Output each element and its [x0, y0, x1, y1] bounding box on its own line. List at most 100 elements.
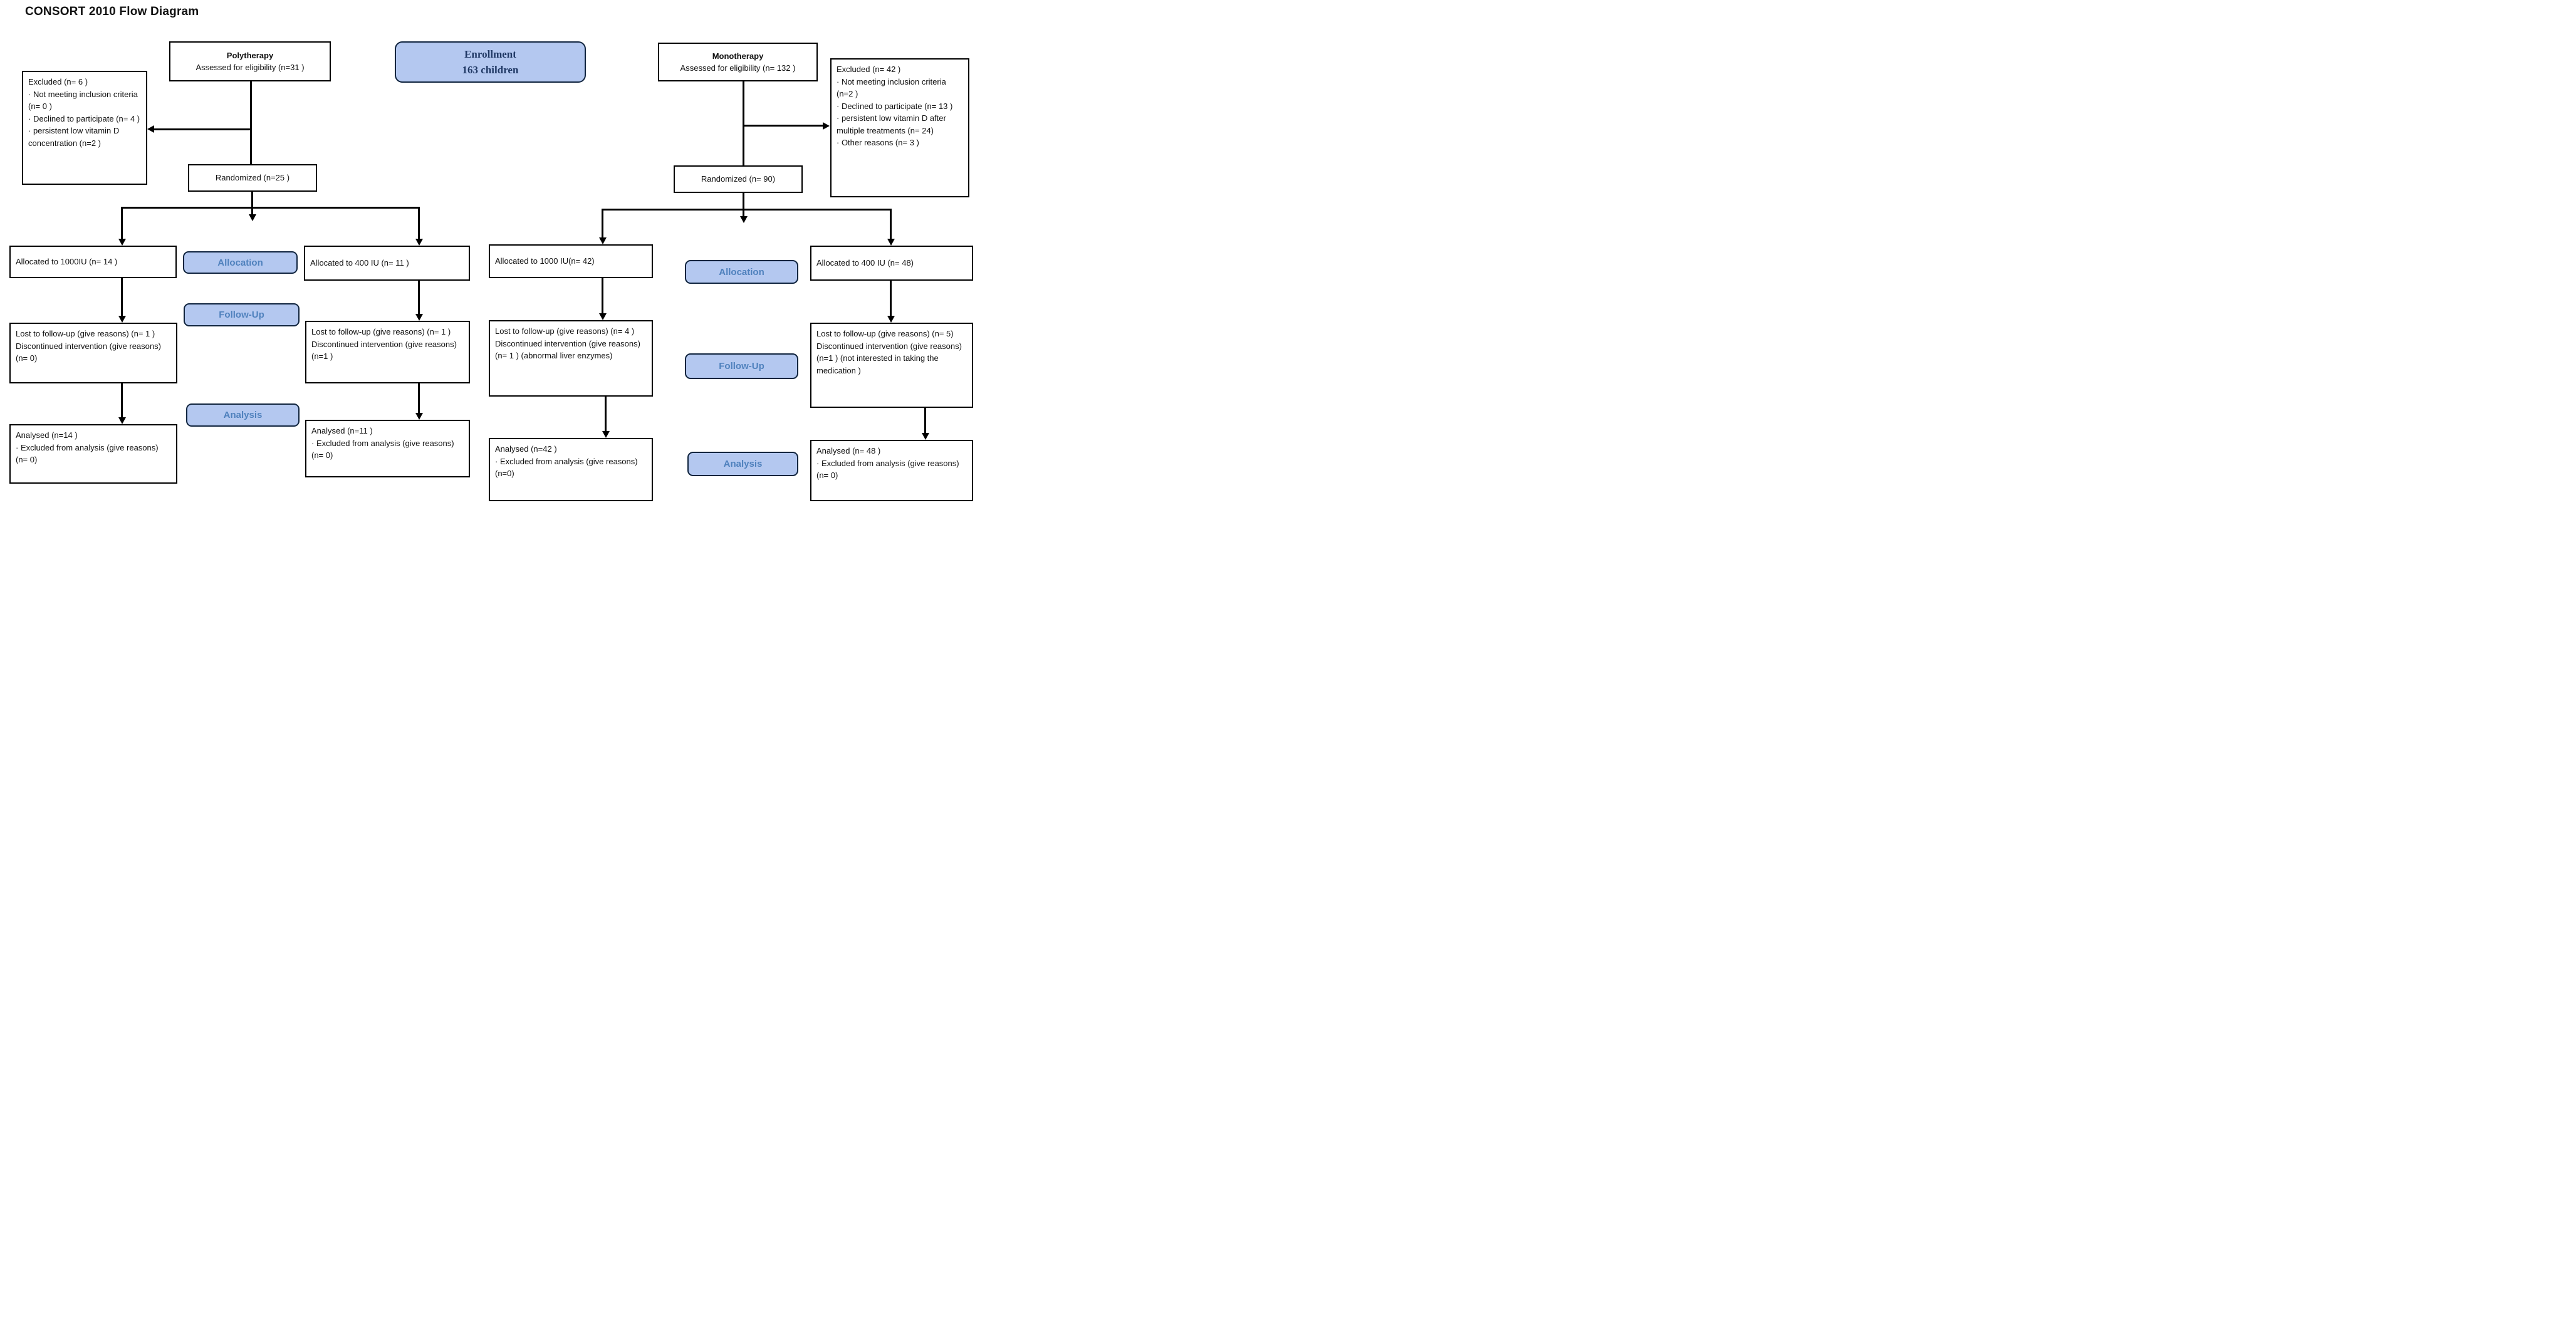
enrollment-line2: 163 children	[462, 64, 519, 76]
poly-analysed-400-line1: Analysed (n=11 )	[311, 426, 373, 435]
flow-line	[250, 81, 252, 164]
arrowhead-left-icon	[147, 125, 154, 133]
poly-lost-400-line1: Lost to follow-up (give reasons) (n= 1 )	[311, 327, 451, 336]
mono-excluded-item: · Other reasons (n= 3 )	[837, 138, 919, 147]
flow-line	[121, 207, 419, 209]
poly-excluded-item: · persistent low vitamin D concentration…	[28, 126, 120, 148]
flow-line	[154, 128, 251, 130]
poly-followup-label: Follow-Up	[184, 303, 300, 326]
mono-analysed-1000-box: Analysed (n=42 ) · Excluded from analysi…	[489, 438, 653, 501]
poly-allocated-400-text: Allocated to 400 IU (n= 11 )	[310, 258, 409, 268]
flow-line	[602, 209, 891, 211]
mono-allocation-label: Allocation	[685, 260, 798, 284]
flow-line	[924, 408, 926, 434]
mono-allocated-400-box: Allocated to 400 IU (n= 48)	[810, 246, 973, 281]
arrowhead-right-icon	[823, 122, 830, 130]
arrowhead-down-icon	[887, 239, 895, 246]
flow-line	[890, 209, 892, 239]
mono-assessed-box: Monotherapy Assessed for eligibility (n=…	[658, 43, 818, 81]
arrowhead-down-icon	[118, 316, 126, 323]
flow-line	[418, 281, 420, 315]
flow-line	[251, 192, 253, 208]
mono-excluded-item: · Declined to participate (n= 13 )	[837, 101, 953, 111]
mono-allocated-1000-box: Allocated to 1000 IU(n= 42)	[489, 244, 653, 278]
mono-lost-400-box: Lost to follow-up (give reasons) (n= 5) …	[810, 323, 973, 408]
poly-allocated-1000-text: Allocated to 1000IU (n= 14 )	[16, 257, 118, 267]
flow-line	[251, 207, 253, 214]
flow-line	[605, 397, 607, 432]
mono-header: Monotherapy	[712, 51, 764, 61]
flow-line	[743, 193, 744, 210]
poly-header: Polytherapy	[226, 50, 274, 60]
arrowhead-down-icon	[415, 413, 423, 420]
mono-excluded-item: · persistent low vitamin D after multipl…	[837, 113, 946, 135]
poly-allocated-1000-box: Allocated to 1000IU (n= 14 )	[9, 246, 177, 278]
flow-line	[121, 383, 123, 418]
mono-randomized-box: Randomized (n= 90)	[674, 165, 803, 193]
flow-line	[743, 209, 744, 216]
flow-line	[743, 81, 744, 165]
arrowhead-down-icon	[599, 237, 607, 244]
flow-line	[121, 207, 123, 239]
poly-analysis-label: Analysis	[186, 403, 300, 427]
page-title: CONSORT 2010 Flow Diagram	[25, 5, 199, 18]
mono-followup-label: Follow-Up	[685, 353, 798, 379]
mono-excluded-title: Excluded (n= 42 )	[837, 65, 901, 74]
poly-excluded-box: Excluded (n= 6 ) · Not meeting inclusion…	[22, 71, 147, 185]
mono-analysed-1000-line2: · Excluded from analysis (give reasons) …	[495, 456, 638, 479]
poly-allocated-400-box: Allocated to 400 IU (n= 11 )	[304, 246, 470, 281]
poly-assessed-box: Polytherapy Assessed for eligibility (n=…	[169, 41, 331, 81]
arrowhead-down-icon	[118, 417, 126, 424]
flow-line	[890, 281, 892, 316]
arrowhead-down-icon	[249, 214, 256, 221]
mono-analysed-400-line2: · Excluded from analysis (give reasons) …	[816, 458, 959, 481]
mono-randomized-text: Randomized (n= 90)	[701, 174, 776, 184]
mono-lost-1000-line1: Lost to follow-up (give reasons) (n= 4 )	[495, 326, 635, 336]
consort-flow-diagram: CONSORT 2010 Flow Diagram Polytherapy As…	[0, 0, 983, 510]
mono-analysis-label: Analysis	[687, 452, 798, 476]
arrowhead-down-icon	[599, 313, 607, 320]
arrowhead-down-icon	[415, 239, 423, 246]
poly-excluded-title: Excluded (n= 6 )	[28, 77, 88, 86]
poly-excluded-item: · Declined to participate (n= 4 )	[28, 113, 140, 123]
poly-allocation-label: Allocation	[183, 251, 298, 274]
poly-randomized-text: Randomized (n=25 )	[215, 173, 290, 183]
flow-line	[743, 125, 823, 127]
mono-analysed-400-line1: Analysed (n= 48 )	[816, 446, 881, 455]
enrollment-box: Enrollment 163 children	[395, 41, 586, 83]
arrowhead-down-icon	[118, 239, 126, 246]
enrollment-line1: Enrollment	[464, 48, 516, 60]
mono-assessed-text: Assessed for eligibility (n= 132 )	[680, 63, 796, 73]
poly-excluded-item: · Not meeting inclusion criteria (n= 0 )	[28, 89, 138, 112]
flow-line	[602, 278, 603, 314]
poly-analysed-1000-box: Analysed (n=14 ) · Excluded from analysi…	[9, 424, 177, 484]
poly-assessed-text: Assessed for eligibility (n=31 )	[196, 63, 305, 72]
poly-analysed-1000-line1: Analysed (n=14 )	[16, 430, 78, 440]
arrowhead-down-icon	[415, 314, 423, 321]
poly-lost-1000-box: Lost to follow-up (give reasons) (n= 1 )…	[9, 323, 177, 383]
poly-lost-400-line2: Discontinued intervention (give reasons)…	[311, 339, 457, 362]
poly-analysed-400-line2: · Excluded from analysis (give reasons) …	[311, 438, 454, 460]
mono-allocated-1000-text: Allocated to 1000 IU(n= 42)	[495, 256, 595, 266]
flow-line	[602, 209, 603, 238]
flow-line	[418, 207, 420, 239]
mono-lost-1000-box: Lost to follow-up (give reasons) (n= 4 )…	[489, 320, 653, 397]
mono-analysed-1000-line1: Analysed (n=42 )	[495, 444, 557, 454]
poly-randomized-box: Randomized (n=25 )	[188, 164, 317, 192]
arrowhead-down-icon	[740, 216, 748, 223]
mono-excluded-item: · Not meeting inclusion criteria (n=2 )	[837, 76, 946, 99]
arrowhead-down-icon	[922, 433, 929, 440]
poly-analysed-1000-line2: · Excluded from analysis (give reasons) …	[16, 442, 159, 465]
poly-lost-1000-line1: Lost to follow-up (give reasons) (n= 1 )	[16, 329, 155, 338]
mono-lost-400-line2: Discontinued intervention (give reasons)…	[816, 341, 962, 375]
poly-analysed-400-box: Analysed (n=11 ) · Excluded from analysi…	[305, 420, 470, 477]
mono-excluded-box: Excluded (n= 42 ) · Not meeting inclusio…	[830, 58, 969, 197]
flow-line	[418, 383, 420, 414]
mono-lost-1000-line2: Discontinued intervention (give reasons)…	[495, 338, 640, 361]
poly-lost-1000-line2: Discontinued intervention (give reasons)…	[16, 341, 161, 363]
arrowhead-down-icon	[887, 316, 895, 323]
arrowhead-down-icon	[602, 431, 610, 438]
mono-analysed-400-box: Analysed (n= 48 ) · Excluded from analys…	[810, 440, 973, 501]
mono-allocated-400-text: Allocated to 400 IU (n= 48)	[816, 258, 914, 268]
mono-lost-400-line1: Lost to follow-up (give reasons) (n= 5)	[816, 329, 954, 338]
